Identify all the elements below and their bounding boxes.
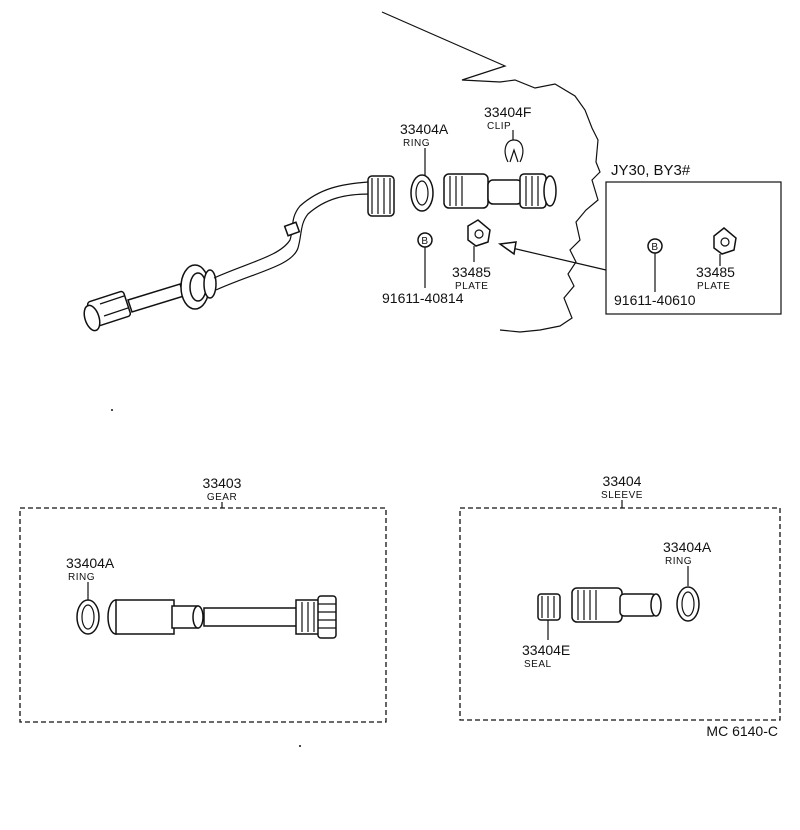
gear-assembly-number: 33403 (203, 475, 242, 491)
gear-box-ring-number: 33404A (66, 555, 115, 571)
variant-box (605, 181, 782, 315)
plate-part-name: PLATE (455, 281, 488, 292)
sleeve-assembly-box (459, 507, 781, 721)
plate-variant (713, 227, 737, 255)
cable-nut (367, 175, 395, 217)
bolt-mark-upper: B (421, 236, 428, 247)
gear-box-sleeve (107, 599, 204, 635)
o-ring-upper (410, 174, 434, 212)
seal-part-number: 33404E (522, 642, 570, 658)
gear-box-ring-name: RING (68, 572, 95, 583)
ring-part-name: RING (403, 138, 430, 149)
ring-part-number: 33404A (400, 121, 449, 137)
variant-bolt-number: 91611-40610 (614, 292, 696, 308)
sleeve-box-seal (537, 593, 561, 621)
clip-part-number: 33404F (484, 104, 531, 120)
transmission-housing-outline (381, 11, 601, 333)
clip-upper (504, 139, 524, 163)
sleeve-box-ring-number: 33404A (663, 539, 712, 555)
sleeve-assembly-name: SLEEVE (601, 490, 643, 501)
sleeve-box-o-ring (676, 586, 700, 622)
variant-plate-name: PLATE (697, 281, 730, 292)
variant-plate-number: 33485 (696, 264, 735, 280)
diagram-code: MC 6140-C (706, 723, 778, 739)
gear-assembly-name: GEAR (207, 492, 237, 503)
sleeve-gear-upper (443, 173, 557, 209)
plate-part-number: 33485 (452, 264, 491, 280)
bolt-part-number: 91611-40814 (382, 290, 464, 306)
plate-upper (467, 219, 491, 247)
sleeve-assembly-number: 33404 (603, 473, 642, 489)
variant-label: JY30, BY3# (611, 162, 691, 179)
sleeve-box-sleeve (571, 587, 662, 623)
speedometer-cable (83, 181, 371, 332)
sleeve-box-ring-name: RING (665, 556, 692, 567)
seal-part-name: SEAL (524, 659, 552, 670)
gear-box-driven-gear (203, 595, 337, 639)
clip-part-name: CLIP (487, 121, 511, 132)
gear-assembly-box (19, 507, 387, 723)
bolt-mark-variant: B (651, 242, 658, 253)
gear-box-o-ring (76, 599, 100, 635)
arrow-icon (498, 241, 517, 256)
